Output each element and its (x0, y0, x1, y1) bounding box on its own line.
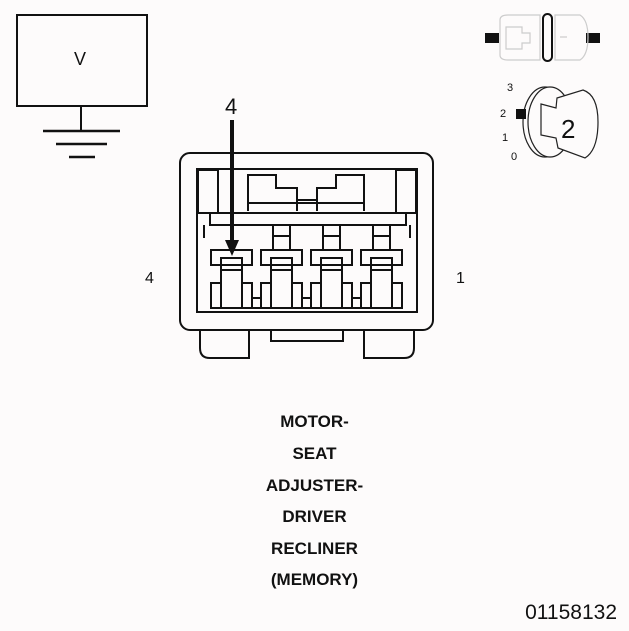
title-line-2: SEAT (292, 444, 337, 463)
key-position-icon (516, 86, 599, 159)
key-position-1: 1 (502, 132, 509, 144)
title-line-5: RECLINER (271, 539, 358, 558)
title-line-6: (MEMORY) (270, 570, 359, 589)
connector-plug-icon (485, 13, 600, 62)
voltmeter-ground-symbol (16, 14, 148, 159)
key-position-2: 2 (500, 108, 507, 120)
left-pin-label: 4 (145, 270, 154, 287)
key-selected-label: 2 (561, 114, 576, 144)
title-line-4: DRIVER (282, 507, 347, 526)
connector-face (179, 152, 434, 359)
title-line-3: ADJUSTER- (265, 476, 364, 495)
key-position-3: 3 (507, 82, 514, 94)
title-line-1: MOTOR- (280, 412, 349, 431)
pin-cavities (210, 225, 403, 309)
figure-id: 01158132 (525, 601, 617, 624)
key-position-0: 0 (511, 151, 518, 163)
voltage-label: V (74, 49, 87, 69)
pin-pointer-arrow (225, 120, 239, 256)
pointer-pin-label: 4 (225, 94, 238, 119)
right-pin-label: 1 (456, 270, 465, 287)
